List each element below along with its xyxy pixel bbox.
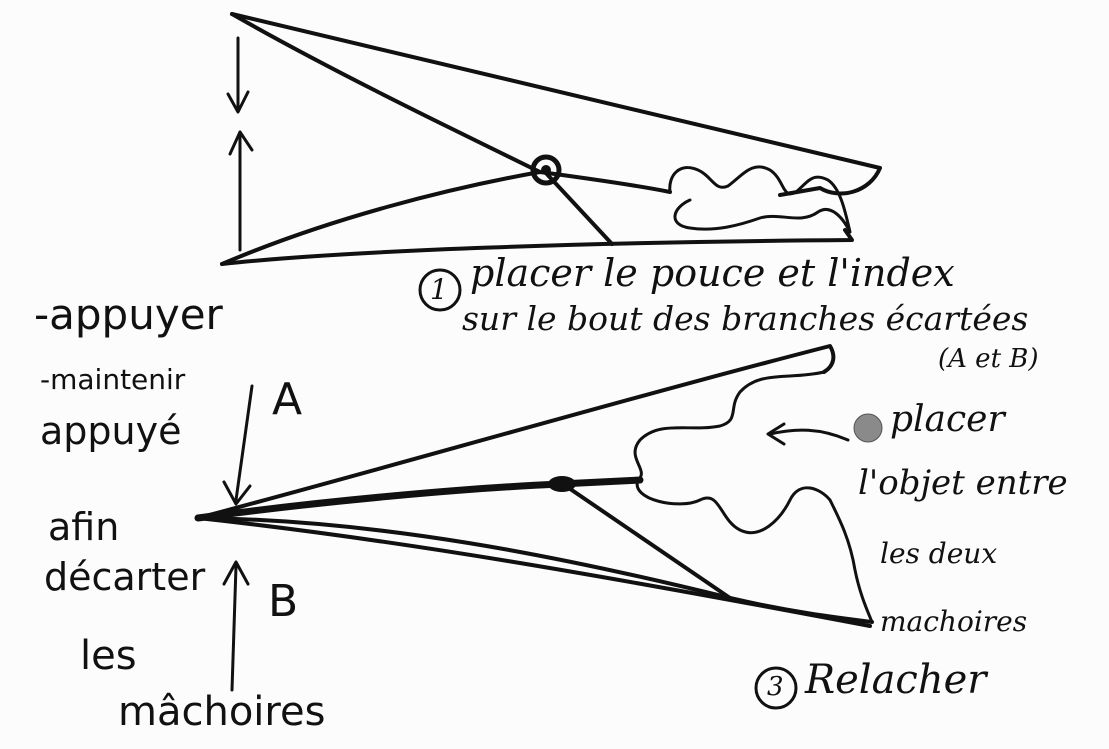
step1-line1: placer le pouce et l'index [470, 254, 955, 292]
step1-line2: sur le bout des branches écartées [462, 302, 1028, 335]
label-b: B [268, 580, 298, 624]
step2-line1: placer [890, 402, 1005, 438]
step1-number: 1 [430, 276, 448, 304]
top-jaw-teeth [670, 167, 850, 232]
top-spring-lever [545, 172, 612, 244]
arrow-b [224, 562, 248, 690]
top-upper-arm-inner [232, 14, 540, 172]
step2-line2: l'objet entre [858, 466, 1068, 500]
step3-label: Relacher [805, 660, 986, 700]
note-afin: afin [48, 508, 119, 546]
bottom-pivot [548, 476, 576, 492]
step2-number-dot [854, 414, 882, 442]
top-double-arrow [228, 38, 252, 250]
step2-line3: les deux [880, 540, 997, 568]
note-machoires: mâchoires [118, 692, 325, 732]
note-appuye: appuyé [40, 412, 181, 450]
top-pivot-center [541, 165, 551, 175]
step3-number: 3 [767, 674, 784, 700]
note-appuyer: -appuyer [34, 294, 223, 336]
label-a: A [272, 378, 302, 422]
bottom-upper-arm-outer [198, 346, 833, 518]
note-maintenir: -maintenir [40, 366, 185, 394]
note-les: les [80, 636, 137, 676]
top-upper-arm [232, 14, 880, 195]
step2-line4: machoires [880, 608, 1027, 636]
bottom-lower-arm-bottom [198, 518, 870, 626]
step1-line3: (A et B) [938, 346, 1039, 372]
note-decarter: décarter [44, 558, 205, 596]
object-pointer-arrow [768, 424, 848, 444]
top-clothespin [222, 14, 880, 264]
arrow-a [224, 386, 252, 504]
